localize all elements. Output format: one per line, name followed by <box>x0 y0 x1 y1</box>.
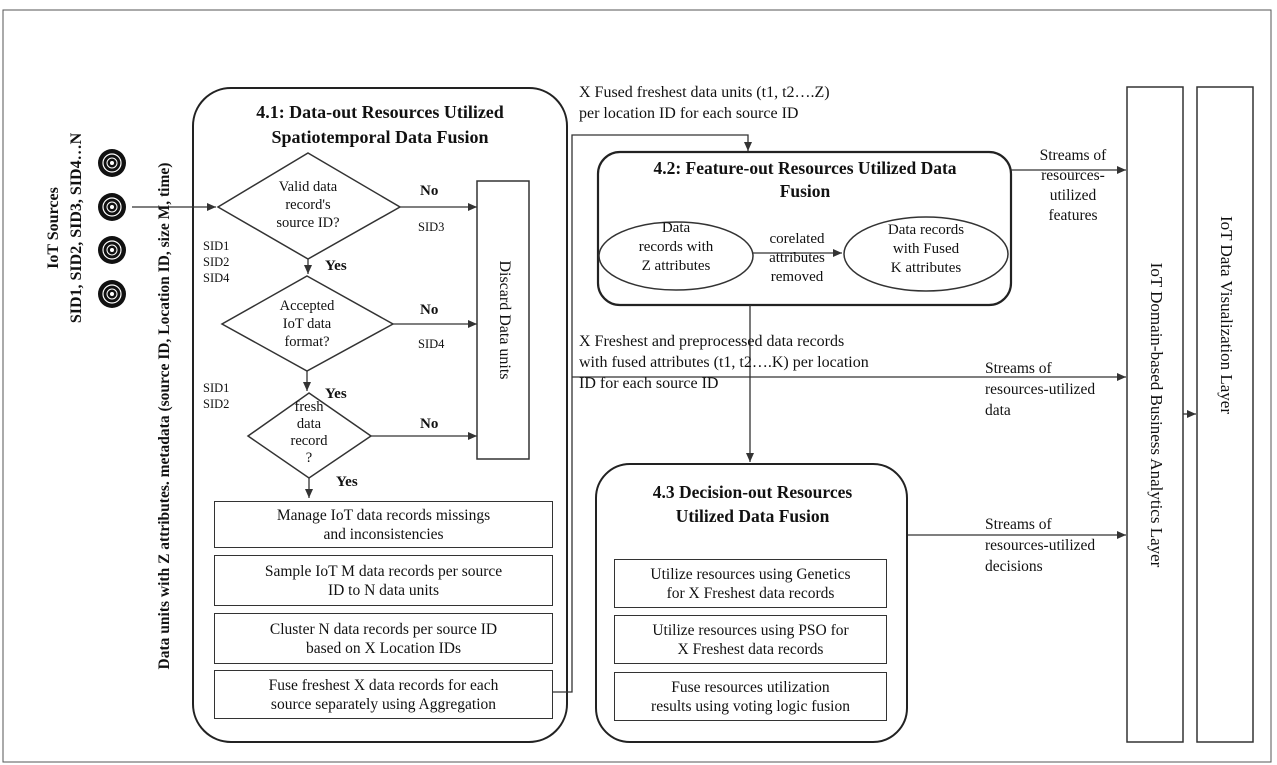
iot-sources-ids: SID1, SID2, SID3, SID4…N <box>68 132 85 324</box>
fused-units-caption: X Fused freshest data units (t1, t2….Z) … <box>579 84 830 122</box>
cd-disc-icon <box>98 236 126 264</box>
yes-label-2: Yes <box>325 386 347 402</box>
preprocessed-caption: X Freshest and preprocessed data records… <box>579 333 869 392</box>
streams-decisions-text: Streams of resources-utilized decisions <box>985 516 1096 575</box>
section-41-title: 4.1: Data-out Resources Utilized Spatiot… <box>256 102 504 147</box>
decision-fresh-record-text: fresh data record ? <box>290 399 328 466</box>
ellipse-z-attributes <box>598 221 754 291</box>
sid-no-1: SID3 <box>418 220 445 234</box>
business-layer-label: IoT Domain-based Business Analytics Laye… <box>1147 262 1166 568</box>
business-layer-box <box>1126 86 1184 743</box>
section-42-container <box>596 150 1013 307</box>
iot-sources-title: IoT Sources <box>45 187 62 269</box>
no-label-2: No <box>420 302 439 318</box>
sid-yes-list-2: SID1 SID2 <box>203 381 230 411</box>
correlated-removed-text: corelated attributes removed <box>769 231 825 285</box>
visualization-layer-box <box>1196 86 1254 743</box>
no-label-3: No <box>420 416 439 432</box>
ellipse-z-text: Data records with Z attributes <box>638 220 714 274</box>
streams-data-text: Streams of resources-utilized data <box>985 360 1096 419</box>
decision-valid-source-text: Valid data record's source ID? <box>276 179 340 231</box>
streams-features-text: Streams of resources- utilized features <box>1039 147 1107 224</box>
section-43-container <box>595 463 908 743</box>
discard-box <box>476 180 530 460</box>
sid-yes-list-1: SID1 SID2 SID4 <box>203 239 230 285</box>
no-label-1: No <box>420 183 439 199</box>
discard-label: Discard Data units <box>496 260 513 380</box>
outer-frame <box>2 9 1272 763</box>
sid-no-2: SID4 <box>418 337 445 351</box>
section-43-title: 4.3 Decision-out Resources Utilized Data… <box>652 482 853 526</box>
yes-label-3: Yes <box>336 474 358 490</box>
cd-disc-icon <box>98 280 126 308</box>
visualization-layer-label: IoT Data Visualization Layer <box>1217 215 1236 415</box>
section-41-container <box>192 87 568 743</box>
section-42-title: 4.2: Feature-out Resources Utilized Data… <box>653 158 957 201</box>
decision-accepted-format-text: Accepted IoT data format? <box>279 298 335 350</box>
data-units-caption: Data units with Z attributes. metadata (… <box>156 162 173 670</box>
ellipse-k-attributes <box>843 216 1009 292</box>
cd-disc-icon <box>98 193 126 221</box>
cd-disc-icon <box>98 149 126 177</box>
yes-label-1: Yes <box>325 258 347 274</box>
ellipse-k-text: Data records with Fused K attributes <box>887 222 965 276</box>
